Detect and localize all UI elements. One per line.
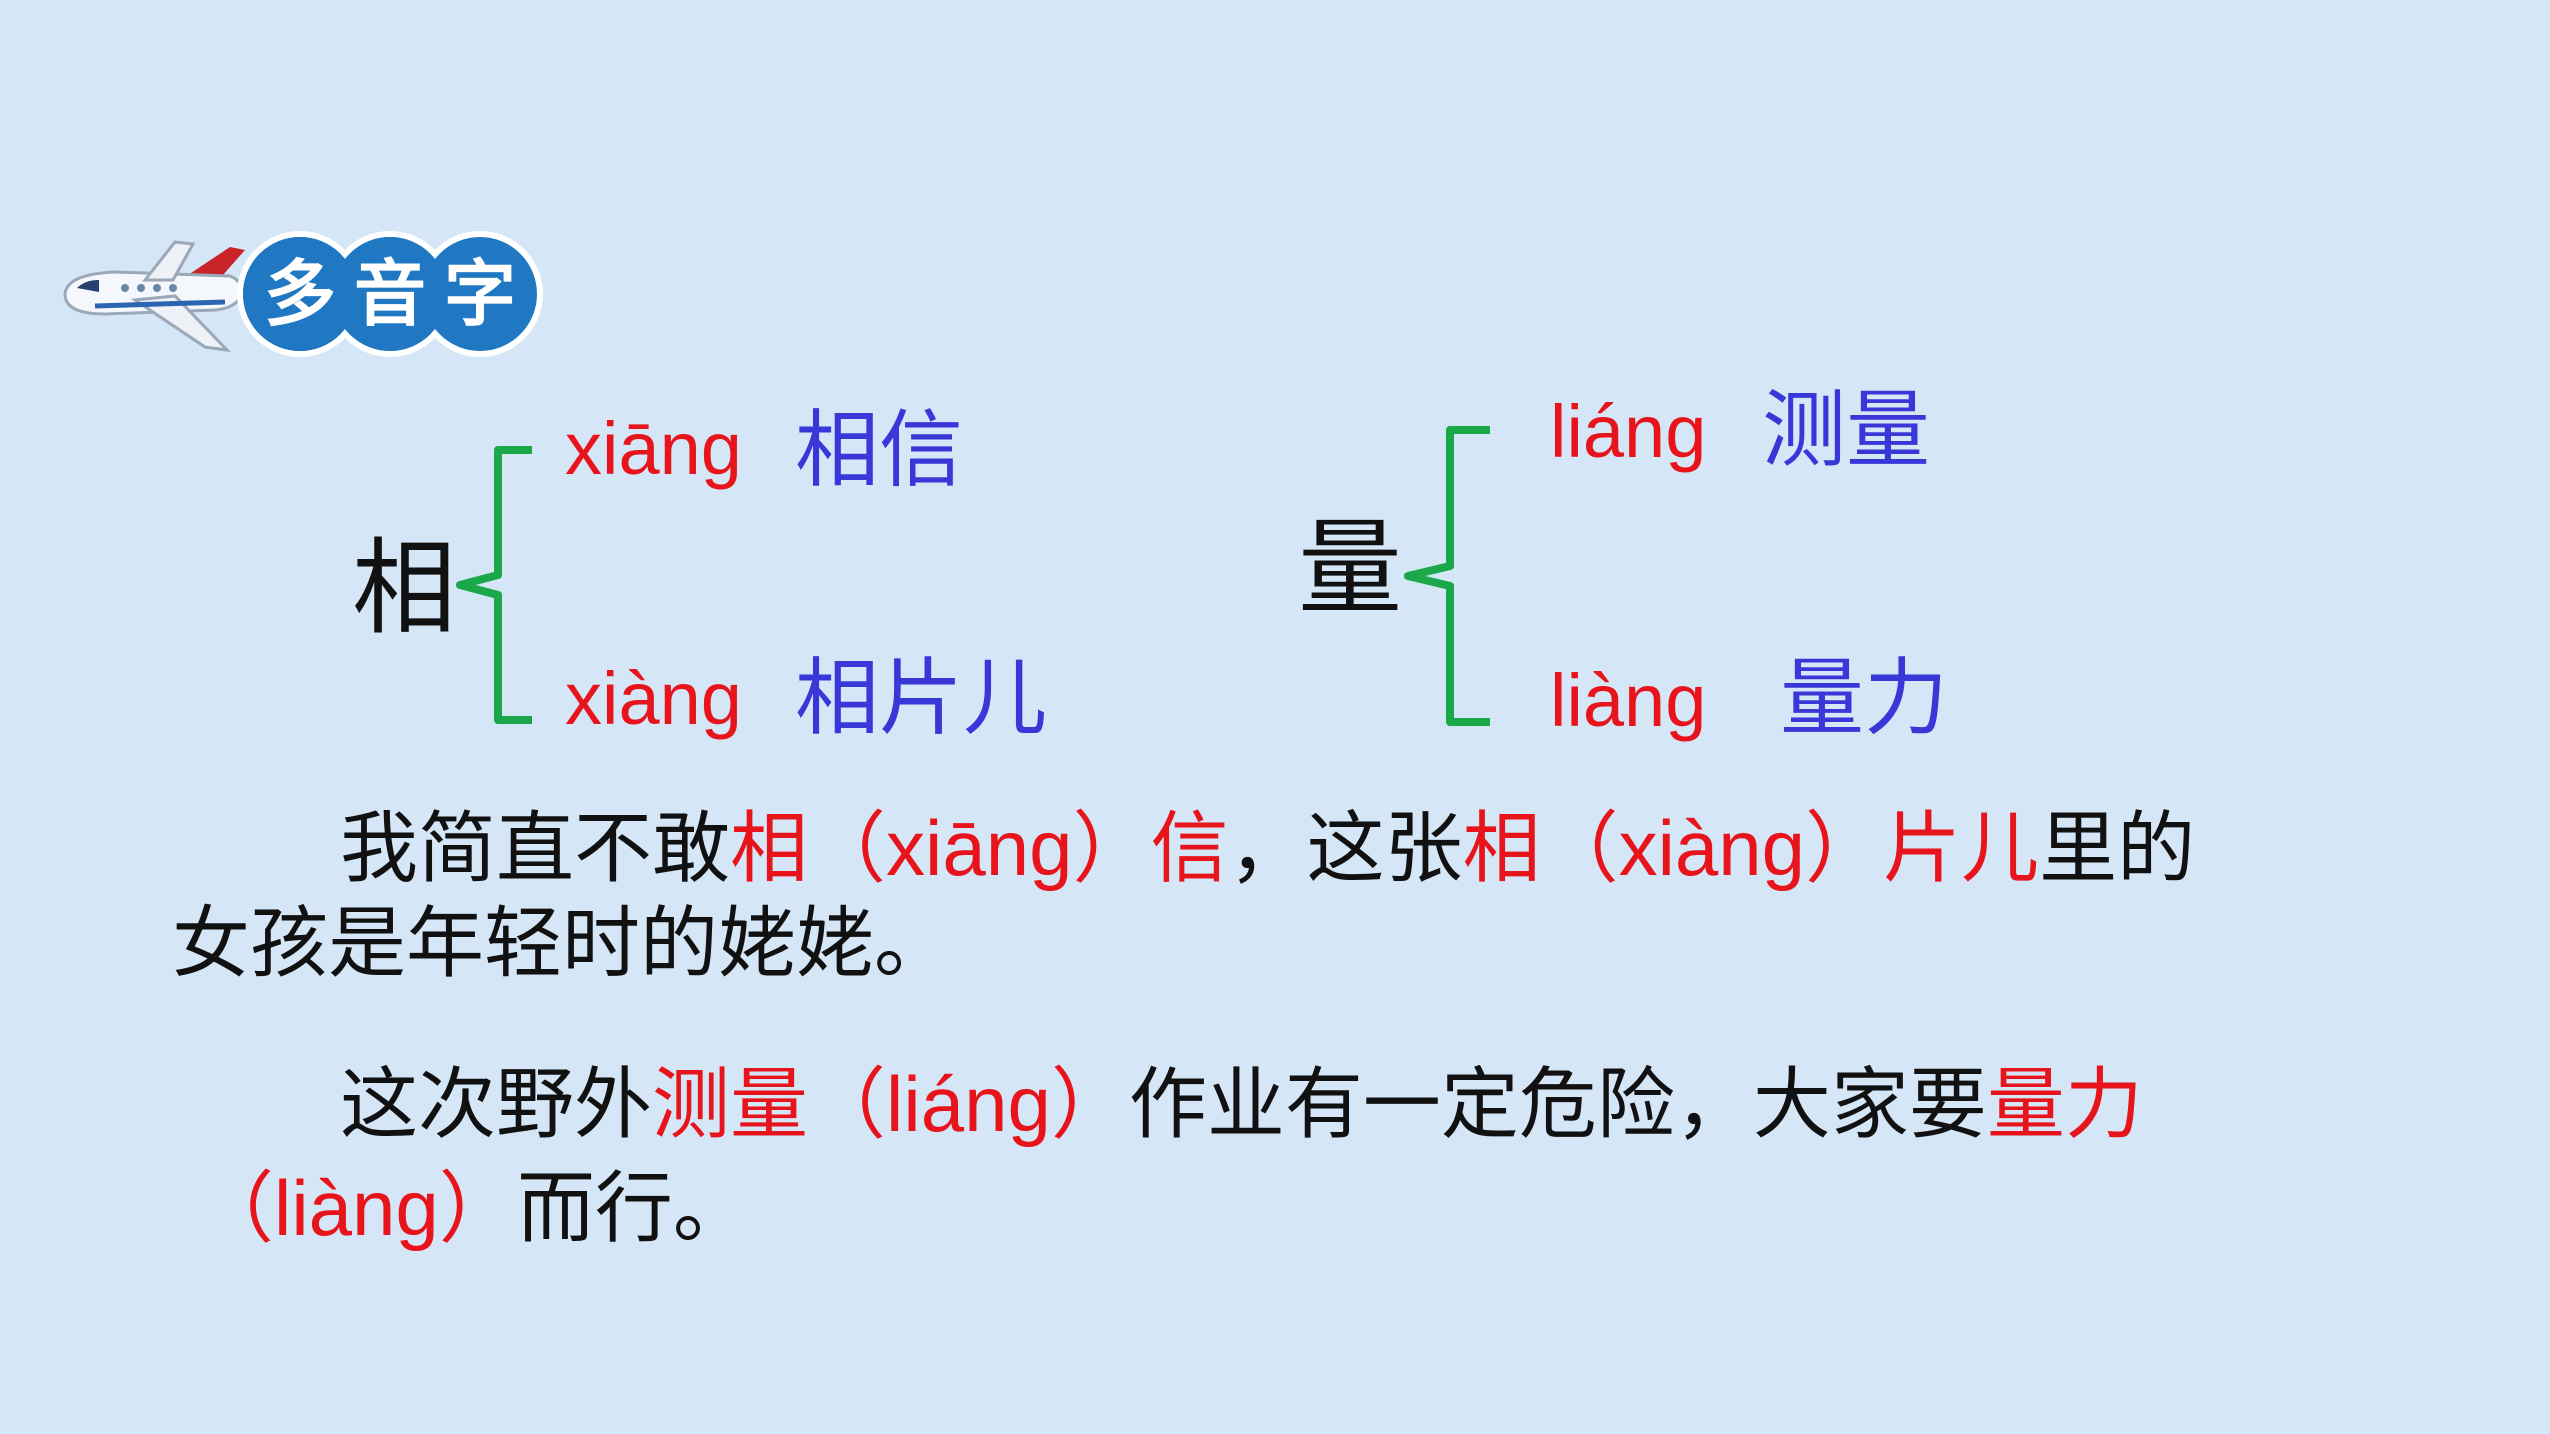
highlight-word: 量力 [1986,1060,2143,1150]
brace-icon-1 [456,446,532,724]
pinyin-reading-1b: xiàng [565,657,742,740]
pinyin-reading-2a: liáng [1550,390,1707,473]
brace-icon-2 [1404,426,1490,726]
highlight-char: 相 [730,804,809,894]
highlight-word: 测量 [652,1060,809,1150]
highlight-char: 信 [1150,804,1229,894]
example-sentence-2-line-1: 这次野外测量（liáng）作业有一定危险，大家要量力 [340,1056,2143,1153]
polyphone-char-2: 量 [1298,507,1403,629]
airplane-badge-graphic: 多 音 字 [63,231,543,357]
sentence-text: 作业有一定危险，大家要 [1128,1060,1987,1150]
sentence-text: 这次野外 [340,1060,653,1150]
example-sentence-1-line-2: 女孩是年轻时的姥姥。 [172,899,953,989]
sentence-text: ，这张 [1228,804,1463,894]
word-example-1a: 相信 [795,401,964,499]
sentence-text: 里的 [2039,804,2196,894]
badge-char-2: 音 [354,252,426,336]
inline-pinyin: （xiàng） [1540,804,1884,892]
title-bubbles: 多 音 字 [237,231,543,357]
sentence-text: 我简直不敢 [340,804,731,894]
inline-pinyin: （xiāng） [808,804,1151,892]
word-example-1b: 相片儿 [795,649,1048,747]
badge-char-1: 多 [264,252,336,336]
airplane-icon [63,240,245,353]
example-sentence-2-line-2: （liàng）而行。 [196,1160,751,1257]
pinyin-reading-1a: xiāng [565,407,742,490]
pinyin-reading-2b: liàng [1550,659,1707,742]
inline-pinyin: （liàng） [196,1164,517,1252]
polyphone-char-1: 相 [352,527,457,649]
highlight-char: 相 [1462,804,1541,894]
inline-pinyin: （liáng） [808,1060,1129,1148]
section-badge: 多 音 字 [55,222,565,362]
highlight-word: 片儿 [1883,804,2040,894]
example-sentence-1-line-1: 我简直不敢相（xiāng）信，这张相（xiàng）片儿里的 [340,800,2195,897]
badge-char-3: 字 [444,252,516,336]
word-example-2a: 测量 [1762,381,1931,479]
sentence-text: 而行。 [516,1164,751,1254]
word-example-2b: 量力 [1780,649,1949,747]
